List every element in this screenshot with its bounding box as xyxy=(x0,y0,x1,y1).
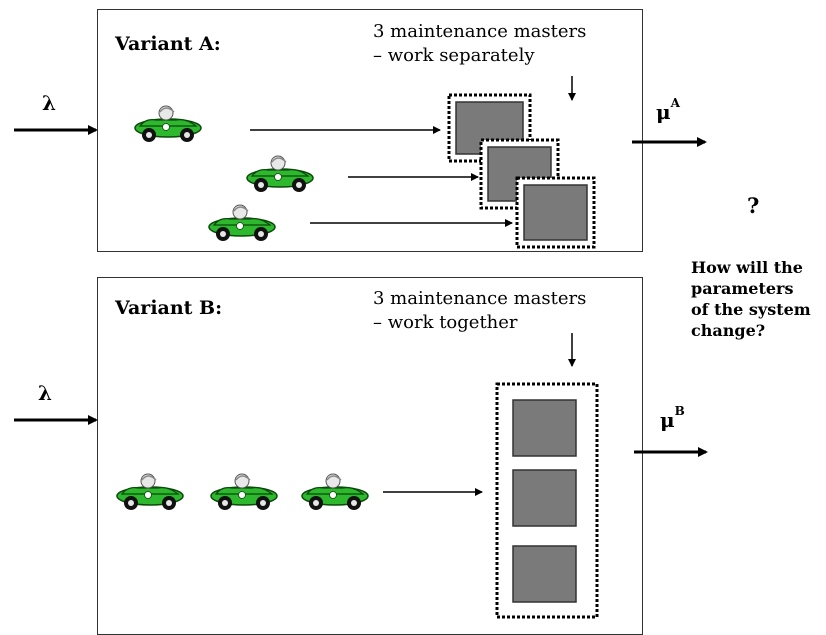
server-box xyxy=(512,469,577,527)
variant-a-title: Variant A: xyxy=(115,33,221,55)
lambda-label-b: λ xyxy=(38,381,53,405)
mu-b-superscript: B xyxy=(674,404,685,419)
car-icon xyxy=(208,204,276,242)
car-icon xyxy=(134,105,202,143)
variant-a-note-line2: – work separately xyxy=(373,45,535,66)
car-icon xyxy=(246,155,314,193)
variant-a-note-line1: 3 maintenance masters xyxy=(373,21,587,42)
side-line: How will the xyxy=(691,258,803,277)
side-question-text: How will the parameters of the system ch… xyxy=(691,257,811,341)
variant-b-note: 3 maintenance masters – work together xyxy=(373,287,586,335)
variant-b-title: Variant B: xyxy=(115,297,223,319)
car-icon xyxy=(301,473,369,511)
mu-a-label: μA xyxy=(656,96,680,124)
variant-b-note-line1: 3 maintenance masters xyxy=(373,288,587,309)
car-icon xyxy=(210,473,278,511)
mu-b-label: μB xyxy=(660,404,685,432)
side-line: of the system xyxy=(691,300,811,319)
side-line: parameters xyxy=(691,279,794,298)
server-box xyxy=(512,545,577,603)
lambda-label-a: λ xyxy=(42,91,57,115)
car-icon xyxy=(116,473,184,511)
mu-a-superscript: A xyxy=(670,96,680,111)
side-line: change? xyxy=(691,321,766,340)
question-mark: ? xyxy=(747,193,760,218)
server-box xyxy=(523,184,588,241)
variant-a-note: 3 maintenance masters – work separately xyxy=(373,20,586,68)
mu-symbol: μ xyxy=(660,408,675,432)
mu-symbol: μ xyxy=(656,100,671,124)
server-box xyxy=(512,399,577,457)
variant-b-note-line2: – work together xyxy=(373,312,518,333)
